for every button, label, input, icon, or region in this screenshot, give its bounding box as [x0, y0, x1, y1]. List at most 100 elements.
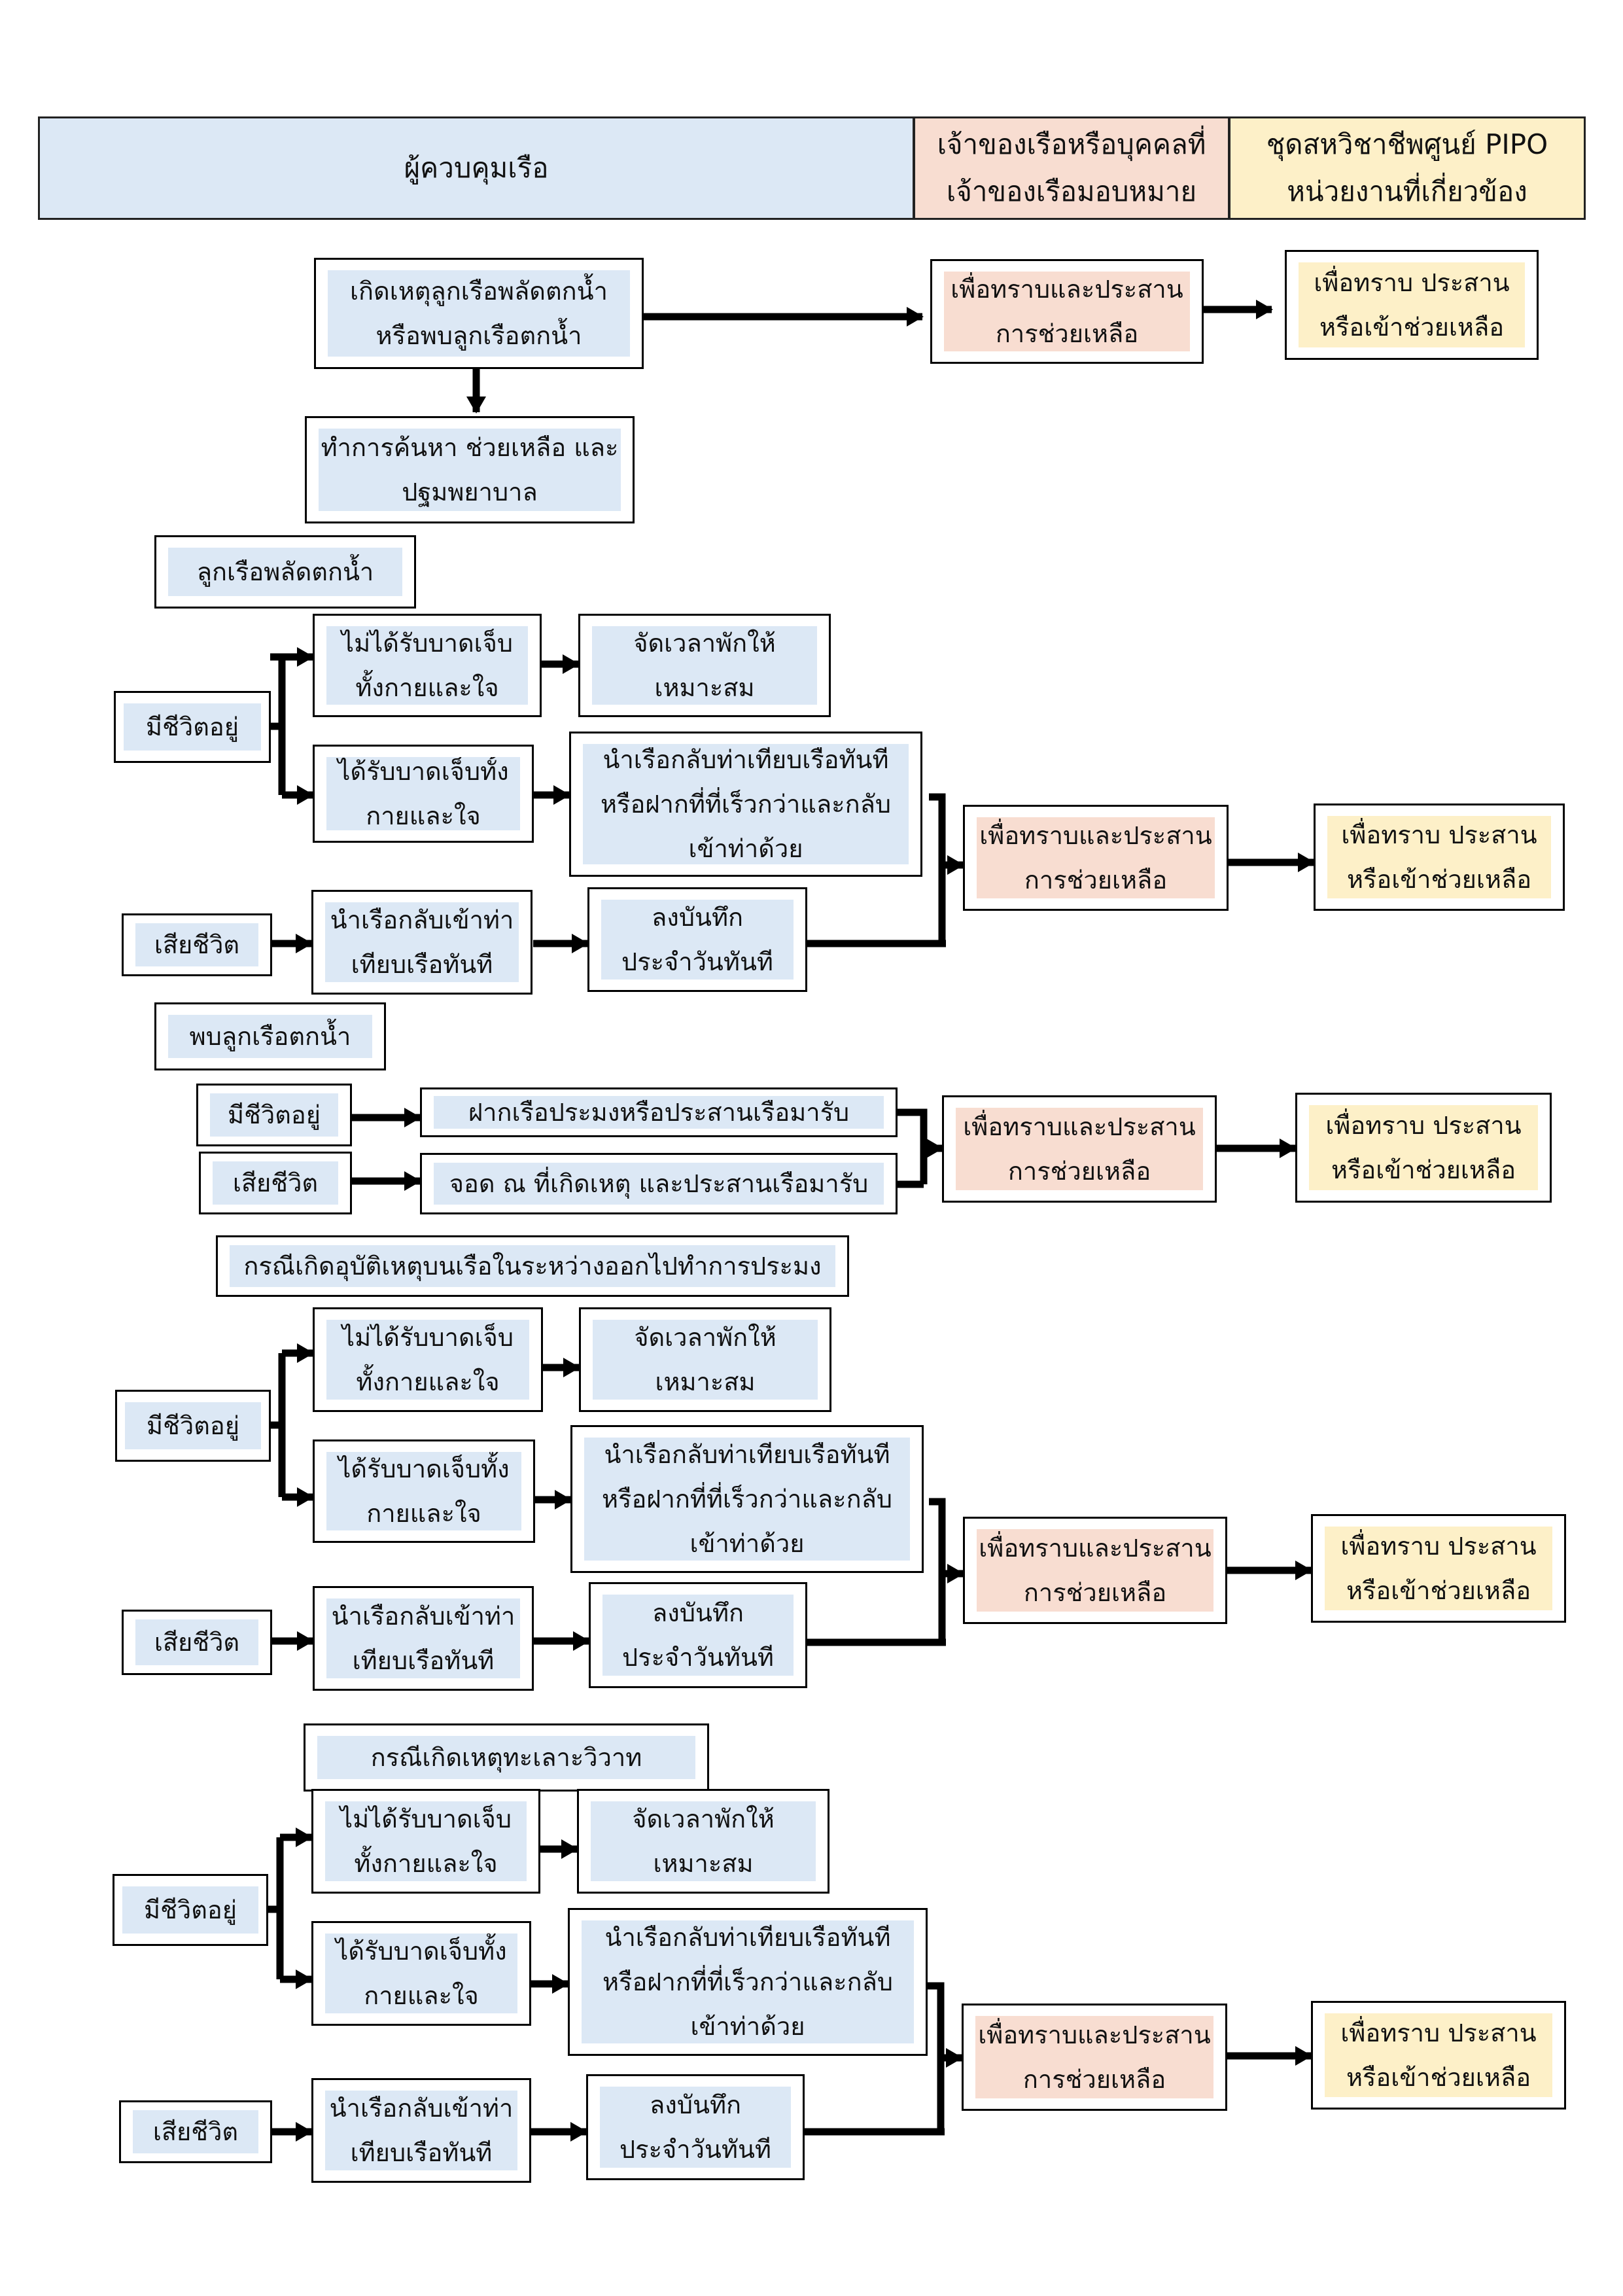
agency-notify-box-2: เพื่อทราบ ประสานหรือเข้าช่วยเหลือ — [1295, 1093, 1552, 1203]
box-text-line: เข้าท่าด้วย — [689, 1529, 805, 1558]
box-label: มีชีวิตอยู่ — [125, 1402, 261, 1449]
agency-notify-box-1: เพื่อทราบ ประสานหรือเข้าช่วยเหลือ — [1314, 804, 1565, 911]
box-label: มีชีวิตอยู่ — [122, 1886, 258, 1934]
box-text-line: ทั้งกายและใจ — [356, 1368, 500, 1396]
log-box-4: ลงบันทึกประจำวันทันที — [586, 2074, 805, 2180]
box-label: เพื่อทราบและประสานการช่วยเหลือ — [956, 1108, 1203, 1190]
injured-box-3: ได้รับบาดเจ็บทั้งกายและใจ — [313, 1439, 535, 1543]
box-text-line: หน่วยงานที่เกี่ยวข้อง — [1287, 175, 1527, 207]
box-text-line: เกิดเหตุลูกเรือพลัดตกน้ำ — [350, 277, 608, 306]
header-boat-operator-label: ผู้ควบคุมเรือ — [404, 152, 549, 184]
box-label: ไม่ได้รับบาดเจ็บทั้งกายและใจ — [325, 1801, 527, 1881]
box-text-line: หรือพบลูกเรือตกน้ำ — [375, 321, 582, 350]
box-label: นำเรือกลับท่าเทียบเรือทันทีหรือฝากที่ที่… — [582, 1920, 914, 2043]
box-text-line: หรือเข้าช่วยเหลือ — [1331, 1156, 1516, 1184]
box-label: เพื่อทราบและประสานการช่วยเหลือ — [977, 817, 1215, 898]
box-label: จัดเวลาพักให้เหมาะสม — [591, 1801, 816, 1881]
box-label: เพื่อทราบและประสานการช่วยเหลือ — [944, 272, 1190, 351]
merge-bracket-3 — [807, 1498, 946, 1646]
box-text-line: กายและใจ — [366, 1499, 481, 1528]
box-text-line: เพื่อทราบ ประสาน — [1340, 2019, 1537, 2047]
box-text-line: เพื่อทราบ ประสาน — [1314, 268, 1510, 297]
box-label: ได้รับบาดเจ็บทั้งกายและใจ — [326, 1452, 521, 1530]
box-label: ลูกเรือพลัดตกน้ำ — [168, 548, 402, 596]
box-text-line: เจ้าของเรือมอบหมาย — [946, 175, 1197, 207]
box-text-line: กายและใจ — [366, 802, 481, 830]
box-label: เสียชีวิต — [135, 1619, 258, 1665]
box-text-line: เหมาะสม — [653, 1849, 754, 1878]
box-text-line: หรือเข้าช่วยเหลือ — [1319, 313, 1505, 342]
no-injury-box-1: ไม่ได้รับบาดเจ็บทั้งกายและใจ — [313, 614, 542, 717]
box-label: ฝากเรือประมงหรือประสานเรือมารับ — [434, 1096, 884, 1129]
box-label: เกิดเหตุลูกเรือพลัดตกน้ำหรือพบลูกเรือตกน… — [328, 270, 630, 357]
log-box-1: ลงบันทึกประจำวันทันที — [587, 887, 807, 992]
box-label: เพื่อทราบและประสานการช่วยเหลือ — [977, 1529, 1213, 1612]
box-text-line: การช่วยเหลือ — [995, 319, 1139, 348]
box-label: กรณีเกิดอุบัติเหตุบนเรือในระหว่างออกไปทำ… — [230, 1245, 835, 1287]
box-text-line: นำเรือกลับท่าเทียบเรือทันที — [602, 745, 889, 774]
box-text-line: หรือเข้าช่วยเหลือ — [1346, 2063, 1531, 2092]
box-text-line: พบลูกเรือตกน้ำ — [189, 1022, 351, 1051]
merge-bracket-1 — [807, 793, 946, 947]
box-label: มีชีวิตอยู่ — [210, 1093, 338, 1137]
injured-box-4: ได้รับบาดเจ็บทั้งกายและใจ — [311, 1921, 531, 2026]
merge-bracket-2 — [898, 1108, 928, 1188]
box-text-line: กรณีเกิดอุบัติเหตุบนเรือในระหว่างออกไปทำ… — [243, 1252, 822, 1280]
injured-box-1: ได้รับบาดเจ็บทั้งกายและใจ — [313, 745, 534, 843]
box-text-line: ได้รับบาดเจ็บทั้ง — [338, 1455, 510, 1483]
box-label: ไม่ได้รับบาดเจ็บทั้งกายและใจ — [326, 626, 528, 705]
box-text-line: ทำการค้นหา ช่วยเหลือ และ — [321, 433, 619, 462]
no-injury-box-4: ไม่ได้รับบาดเจ็บทั้งกายและใจ — [311, 1789, 540, 1894]
rest-box-1: จัดเวลาพักให้เหมาะสม — [578, 614, 831, 717]
alive-box-2: มีชีวิตอยู่ — [196, 1084, 352, 1146]
dead-box-3: เสียชีวิต — [122, 1610, 272, 1675]
dead-box-4: เสียชีวิต — [119, 2100, 272, 2163]
box-label: พบลูกเรือตกน้ำ — [168, 1015, 372, 1058]
return-port-box-3: นำเรือกลับท่าเทียบเรือทันทีหรือฝากที่ที่… — [570, 1425, 924, 1573]
box-label: นำเรือกลับท่าเทียบเรือทันทีหรือฝากที่ที่… — [584, 1438, 910, 1561]
alive-box-3: มีชีวิตอยู่ — [115, 1390, 271, 1462]
box-text-line: ประจำวันทันที — [622, 1643, 774, 1672]
box-text-line: ประจำวันทันที — [621, 947, 773, 976]
box-text-line: ชุดสหวิชาชีพศูนย์ PIPO — [1266, 128, 1548, 160]
box-label: นำเรือกลับเข้าท่าเทียบเรือทันที — [325, 2091, 517, 2170]
box-text-line: เทียบเรือทันที — [350, 2138, 493, 2167]
box-text-line: การช่วยเหลือ — [1024, 866, 1168, 894]
box-text-line: เพื่อทราบและประสาน — [963, 1112, 1196, 1141]
box-text-line: จัดเวลาพักให้ — [634, 1323, 777, 1352]
box-text-line: กายและใจ — [364, 1981, 479, 2010]
header-boat-operator: ผู้ควบคุมเรือ — [38, 116, 915, 220]
agency-notify-box-3: เพื่อทราบ ประสานหรือเข้าช่วยเหลือ — [1311, 1514, 1566, 1623]
box-text-line: ลูกเรือพลัดตกน้ำ — [196, 557, 374, 586]
box-text-line: นำเรือกลับท่าเทียบเรือทันที — [604, 1923, 891, 1952]
box-label: เพื่อทราบ ประสานหรือเข้าช่วยเหลือ — [1299, 262, 1525, 347]
box-text-line: เหมาะสม — [654, 673, 755, 702]
owner-notify-box-4: เพื่อทราบและประสานการช่วยเหลือ — [962, 2004, 1227, 2111]
agency-notify-box-4: เพื่อทราบ ประสานหรือเข้าช่วยเหลือ — [1311, 2001, 1566, 2110]
box-label: เพื่อทราบ ประสานหรือเข้าช่วยเหลือ — [1325, 1527, 1552, 1610]
owner-notify-box-3: เพื่อทราบและประสานการช่วยเหลือ — [963, 1517, 1227, 1624]
box-text-line: หรือฝากที่ที่เร็วกว่าและกลับ — [600, 790, 891, 819]
box-text-line: หรือเข้าช่วยเหลือ — [1346, 865, 1532, 894]
box-text-line: ไม่ได้รับบาดเจ็บ — [341, 629, 513, 658]
owner-notify-box-2: เพื่อทราบและประสานการช่วยเหลือ — [942, 1095, 1217, 1203]
no-injury-box-3: ไม่ได้รับบาดเจ็บทั้งกายและใจ — [313, 1307, 543, 1412]
box-text-line: จัดเวลาพักให้ — [633, 629, 776, 658]
box-text-line: นำเรือกลับเข้าท่า — [330, 906, 514, 934]
section-title-crew-overboard: ลูกเรือพลัดตกน้ำ — [154, 535, 416, 609]
section-title-fight: กรณีเกิดเหตุทะเลาะวิวาท — [304, 1723, 709, 1792]
box-label: เสียชีวิต — [135, 923, 258, 966]
box-text-line: เสียชีวิต — [154, 1628, 240, 1657]
box-label: จอด ณ ที่เกิดเหตุ และประสานเรือมารับ — [434, 1163, 884, 1205]
box-text-line: เพื่อทราบและประสาน — [951, 275, 1183, 304]
box-text-line: การช่วยเหลือ — [1023, 1578, 1167, 1607]
box-label: ลงบันทึกประจำวันทันที — [601, 900, 794, 980]
box-text-line: เข้าท่าด้วย — [690, 2012, 805, 2041]
log-box-3: ลงบันทึกประจำวันทันที — [589, 1582, 807, 1688]
owner-notify-box-top: เพื่อทราบและประสานการช่วยเหลือ — [930, 259, 1204, 364]
section-title-accident-at-sea: กรณีเกิดอุบัติเหตุบนเรือในระหว่างออกไปทำ… — [216, 1235, 849, 1297]
box-text-line: จอด ณ ที่เกิดเหตุ และประสานเรือมารับ — [449, 1169, 869, 1198]
alive-action-box-2: ฝากเรือประมงหรือประสานเรือมารับ — [420, 1087, 898, 1137]
box-text-line: ทั้งกายและใจ — [354, 1849, 498, 1878]
